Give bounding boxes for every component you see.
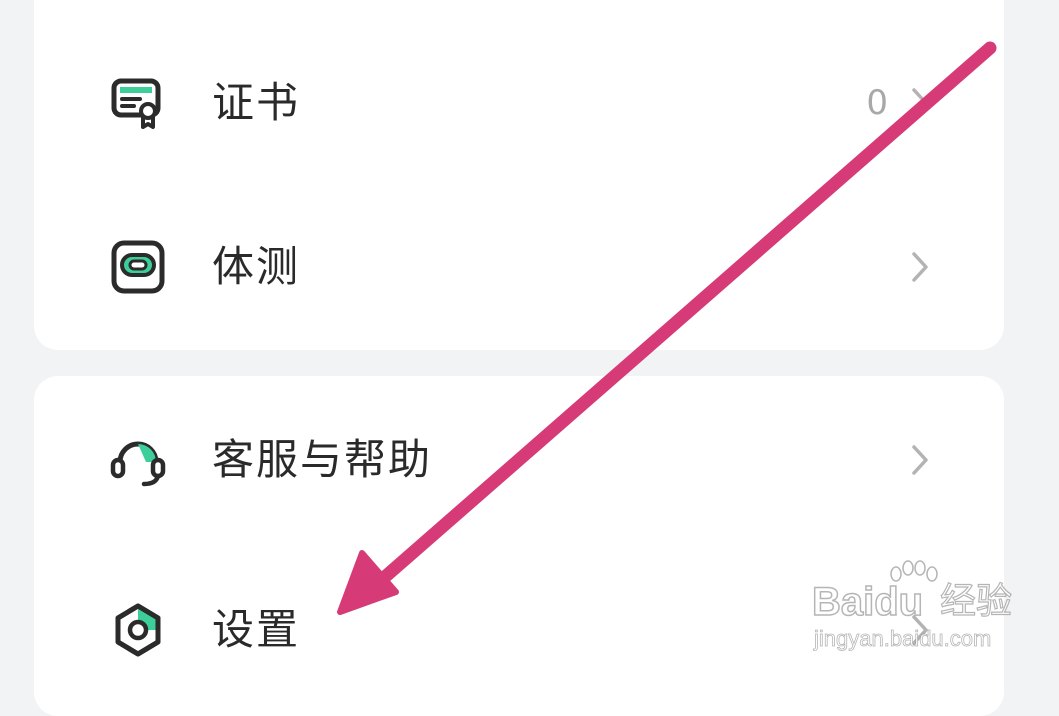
- menu-card-top: 证书 0 体测: [34, 0, 1004, 350]
- menu-item-label: 证书: [212, 78, 301, 127]
- certificate-count: 0: [866, 83, 888, 123]
- menu-item-settings[interactable]: 设置: [34, 570, 1004, 690]
- menu-item-certificate[interactable]: 证书 0: [34, 43, 1004, 163]
- chevron-right-icon: [908, 85, 932, 121]
- headset-icon: [108, 430, 168, 490]
- fitness-test-icon: [108, 237, 168, 297]
- chevron-right-icon: [908, 249, 932, 285]
- menu-card-bottom: 客服与帮助 设置: [34, 376, 1004, 716]
- menu-item-customer-service[interactable]: 客服与帮助: [34, 400, 1004, 520]
- menu-item-label: 设置: [212, 605, 301, 654]
- menu-item-label: 体测: [212, 242, 301, 291]
- menu-item-label: 客服与帮助: [212, 435, 433, 484]
- chevron-right-icon: [908, 442, 932, 478]
- certificate-icon: [108, 73, 168, 133]
- menu-item-fitness-test[interactable]: 体测: [34, 207, 1004, 327]
- chevron-right-icon: [908, 612, 932, 648]
- settings-icon: [108, 600, 168, 660]
